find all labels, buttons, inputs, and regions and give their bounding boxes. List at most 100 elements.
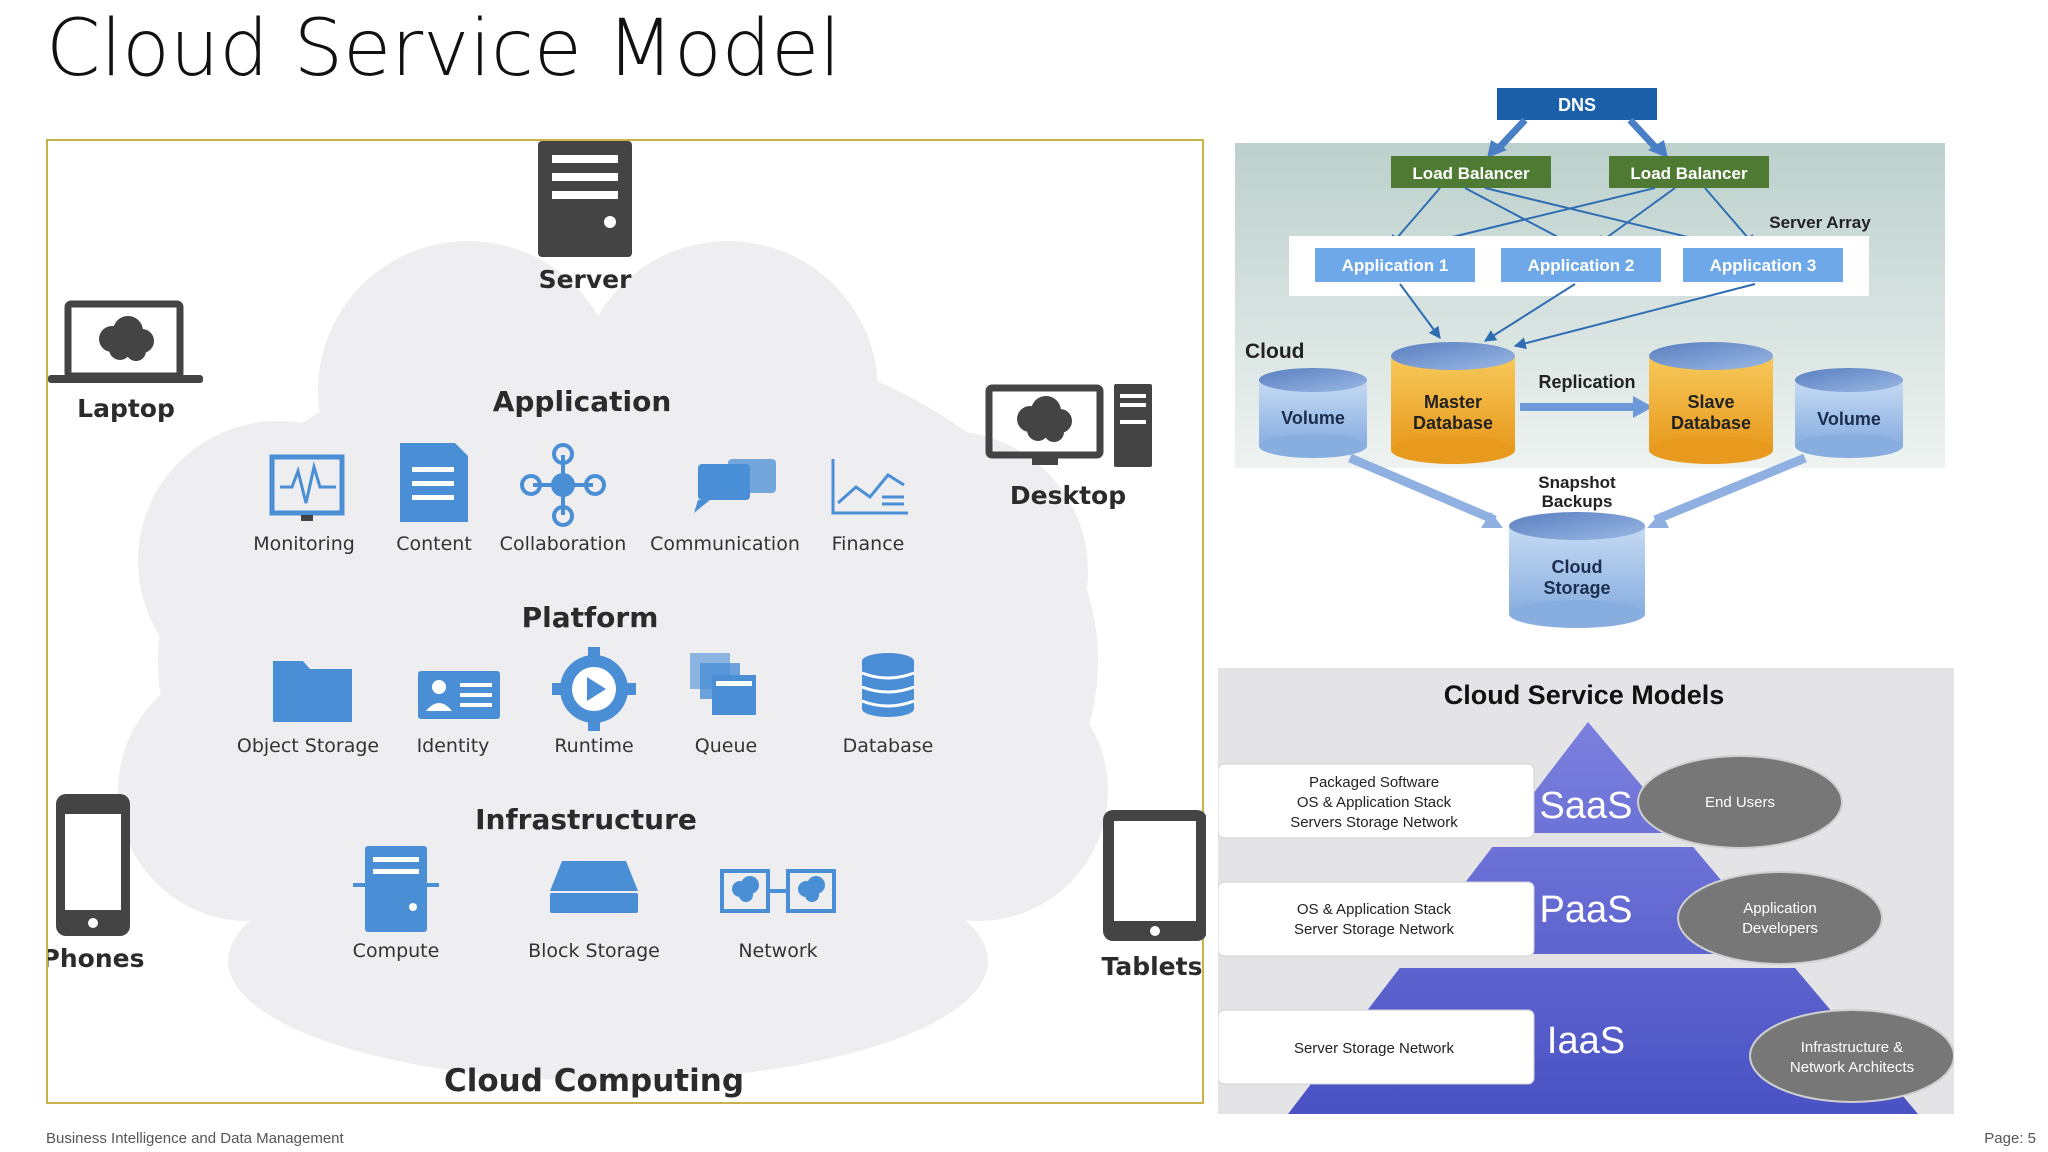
master-database-label-2: Database <box>1413 413 1493 433</box>
footer-page-number: Page: 5 <box>1984 1130 2036 1147</box>
page-title: Cloud Service Model <box>46 4 841 94</box>
object-storage-icon <box>273 661 352 722</box>
communication-icon <box>694 459 776 513</box>
block-storage-icon <box>550 861 638 913</box>
saas-stack-box <box>1218 763 1535 839</box>
snapshot-label-2: Backups <box>1542 492 1613 511</box>
monitoring-label: Monitoring <box>253 533 355 555</box>
runtime-label: Runtime <box>554 735 633 757</box>
compute-icon <box>353 846 439 932</box>
server-label: Server <box>539 265 633 294</box>
communication-label: Communication <box>650 533 800 555</box>
paas-audience-ellipse <box>1677 871 1883 965</box>
cloud-storage-label-1: Cloud <box>1552 557 1603 577</box>
content-label: Content <box>396 533 472 555</box>
paas-stack-line-1: OS & Application Stack <box>1297 901 1452 918</box>
cloud-service-models-diagram: Cloud Service Models SaaS PaaS IaaS Pack… <box>1218 668 1954 1114</box>
dns-arrows <box>1494 117 1661 153</box>
collaboration-icon <box>520 443 606 527</box>
object-storage-label: Object Storage <box>237 735 379 757</box>
block-storage-label: Block Storage <box>528 940 660 962</box>
application-title: Application <box>493 385 672 418</box>
iaas-audience-line-2: Network Architects <box>1790 1059 1914 1076</box>
paas-stack-box <box>1218 881 1535 957</box>
cloud-computing-diagram: Server Laptop Desktop <box>46 139 1206 1104</box>
saas-stack-line-3: Servers Storage Network <box>1290 814 1458 831</box>
phone-icon <box>56 794 130 936</box>
database-label: Database <box>843 735 934 757</box>
load-balancer-1-label: Load Balancer <box>1412 164 1530 183</box>
identity-icon <box>418 671 500 719</box>
collaboration-label: Collaboration <box>500 533 627 555</box>
platform-title: Platform <box>522 601 659 634</box>
tablet-icon <box>1103 810 1206 941</box>
saas-audience-ellipse <box>1637 755 1843 849</box>
network-icon <box>720 869 836 913</box>
cloud-label: Cloud <box>1245 340 1304 363</box>
infrastructure-title: Infrastructure <box>475 803 697 836</box>
paas-audience-line-1: Application <box>1743 900 1816 917</box>
service-models-title: Cloud Service Models <box>1444 680 1725 710</box>
dns-label: DNS <box>1558 95 1596 115</box>
identity-label: Identity <box>417 735 490 757</box>
load-balancer-1 <box>1391 156 1551 188</box>
phones-label: Phones <box>48 944 144 973</box>
desktop-icon <box>985 384 1152 467</box>
iaas-stack-box <box>1218 1009 1535 1085</box>
snapshot-label-1: Snapshot <box>1538 473 1616 492</box>
cloud-computing-caption: Cloud Computing <box>444 1063 744 1099</box>
queue-icon <box>690 653 756 715</box>
saas-audience-line-1: End Users <box>1705 794 1775 811</box>
paas-label: PaaS <box>1540 889 1633 931</box>
application-3-label: Application 3 <box>1710 256 1817 275</box>
iaas-audience-line-1: Infrastructure & <box>1801 1039 1904 1056</box>
database-icon <box>861 653 915 717</box>
network-label: Network <box>738 940 817 962</box>
application-2-label: Application 2 <box>1528 256 1635 275</box>
application-2-box <box>1501 248 1661 282</box>
paas-audience-line-2: Developers <box>1742 920 1818 937</box>
master-database-label-1: Master <box>1424 392 1482 412</box>
content-icon <box>400 443 468 522</box>
laptop-label: Laptop <box>77 394 175 423</box>
iaas-label: IaaS <box>1547 1020 1625 1062</box>
monitoring-icon <box>269 454 345 521</box>
cloud-architecture-diagram: DNS Load Balancer Load Balancer Server A… <box>1235 88 1945 638</box>
slave-database-label-1: Slave <box>1687 392 1734 412</box>
paas-stack-line-2: Server Storage Network <box>1294 921 1455 938</box>
runtime-icon <box>552 647 636 731</box>
cloud-storage-label-2: Storage <box>1543 578 1610 598</box>
queue-label: Queue <box>695 735 757 757</box>
dns-box <box>1497 88 1657 120</box>
volume-left-cylinder <box>1259 368 1367 458</box>
footer-course-title: Business Intelligence and Data Managemen… <box>46 1130 344 1147</box>
iaas-stack-line-1: Server Storage Network <box>1294 1040 1455 1057</box>
load-balancer-2 <box>1609 156 1769 188</box>
master-database-cylinder <box>1391 342 1515 464</box>
cloud-shape <box>118 241 1108 1081</box>
saas-stack-line-1: Packaged Software <box>1309 774 1439 791</box>
load-balancer-2-label: Load Balancer <box>1630 164 1748 183</box>
saas-label: SaaS <box>1540 785 1633 827</box>
compute-label: Compute <box>353 940 440 962</box>
volume-right-label: Volume <box>1817 409 1881 429</box>
saas-stack-line-2: OS & Application Stack <box>1297 794 1452 811</box>
volume-left-label: Volume <box>1281 408 1345 428</box>
server-icon <box>538 141 632 257</box>
application-1-label: Application 1 <box>1342 256 1449 275</box>
laptop-icon <box>48 300 203 383</box>
desktop-label: Desktop <box>1010 481 1126 510</box>
snapshot-arrows <box>1348 453 1807 525</box>
slave-database-label-2: Database <box>1671 413 1751 433</box>
application-3-box <box>1683 248 1843 282</box>
tablets-label: Tablets <box>1102 952 1203 981</box>
slave-database-cylinder <box>1649 342 1773 464</box>
finance-label: Finance <box>832 533 905 555</box>
application-1-box <box>1315 248 1475 282</box>
iaas-audience-ellipse <box>1749 1009 1954 1103</box>
app-db-arrows <box>1399 283 1756 350</box>
finance-icon <box>831 459 908 515</box>
replication-label: Replication <box>1538 372 1635 392</box>
cloud-storage-cylinder <box>1509 512 1645 628</box>
volume-right-cylinder <box>1795 368 1903 458</box>
